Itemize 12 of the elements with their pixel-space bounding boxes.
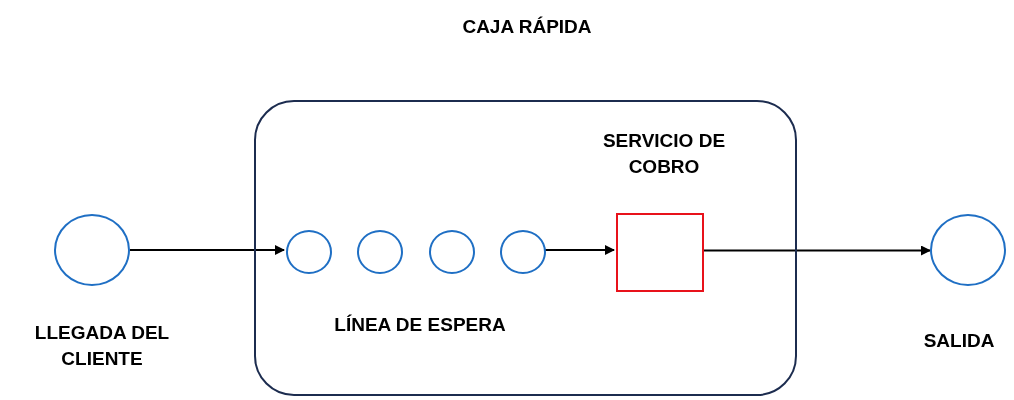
arrow [701, 245, 931, 256]
node-label: SALIDA [922, 329, 996, 353]
customer-circle [357, 230, 403, 274]
customer-circle [286, 230, 332, 274]
queue-label: LÍNEA DE ESPERA [333, 313, 507, 337]
node-label: LLEGADA DEL CLIENTE [33, 321, 171, 371]
node-label: SERVICIO DE COBRO [601, 129, 727, 179]
arrow [543, 245, 615, 255]
customer-circle [429, 230, 475, 274]
node-title: CAJA RÁPIDA [461, 15, 593, 39]
customer-circle [500, 230, 546, 274]
arrow [129, 245, 285, 255]
